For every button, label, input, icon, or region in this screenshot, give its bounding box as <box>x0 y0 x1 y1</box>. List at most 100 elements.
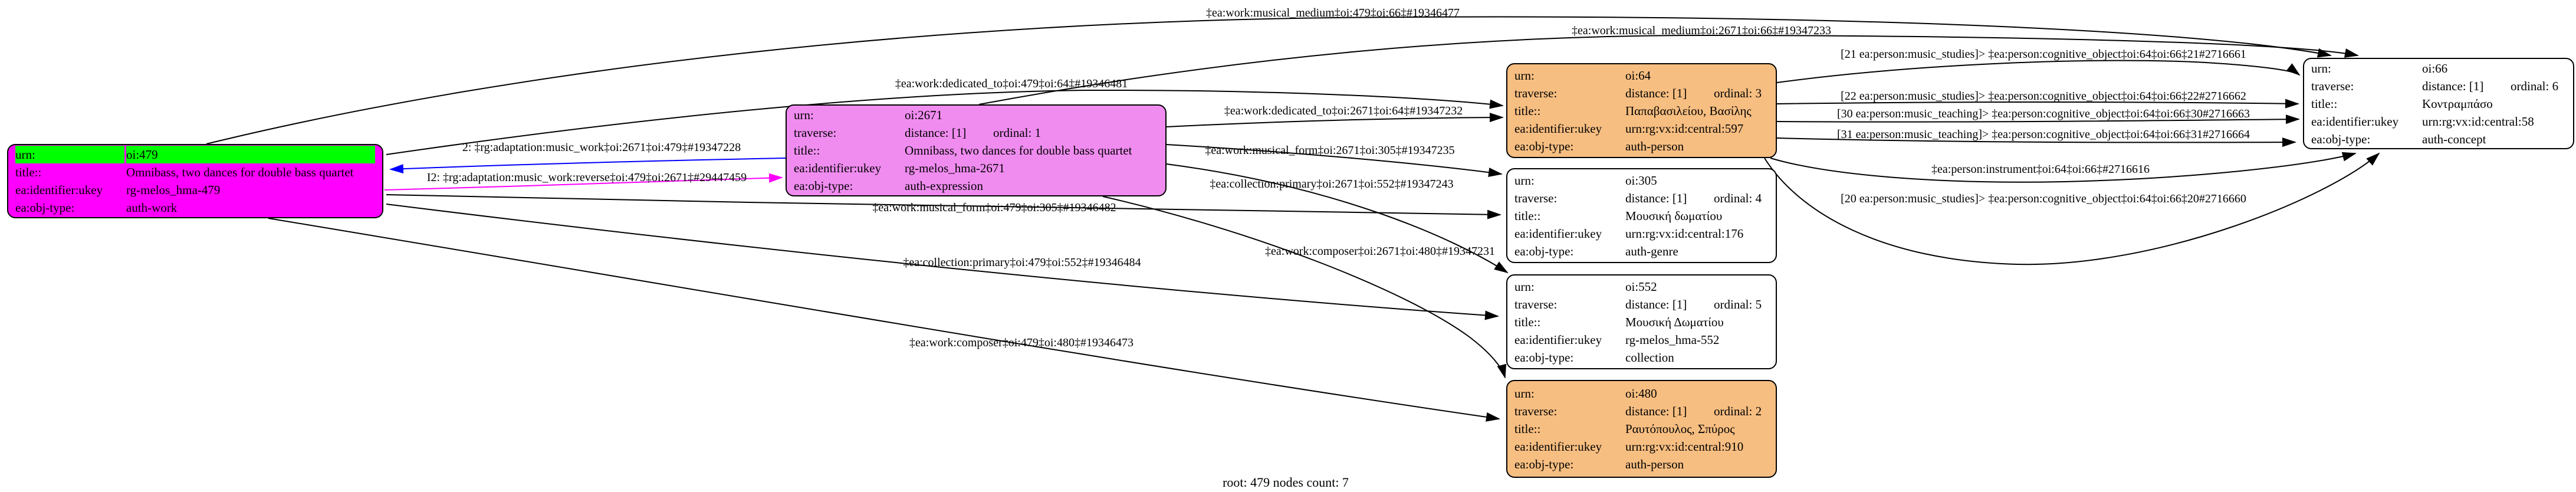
edge-label-musical-medium-2671: ‡ea:work:musical_medium‡oi:2671‡oi:66‡#1… <box>1572 24 1831 37</box>
field-key: ea:identifier:ukey <box>1514 226 1602 241</box>
field-key: traverse: <box>794 126 837 140</box>
field-ordinal: ordinal: 5 <box>1714 297 1762 311</box>
edge-label-cognitive-object-22: [22 ea:person:music_studies]> ‡ea:person… <box>1841 90 2246 103</box>
node-oi480[interactable]: urn: oi:480 traverse: distance: [1] ordi… <box>1506 380 1777 478</box>
edge-label-musical-form-479: ‡ea:work:musical_form‡oi:479‡oi:305‡#193… <box>872 201 1116 214</box>
graph-footer: root: 479 nodes count: 7 <box>1223 475 1349 490</box>
field-value: Παπαβασιλείου, Βασίλης <box>1625 103 1752 118</box>
field-row-ukey: ea:identifier:ukey urn:rg:vx:id:central:… <box>1514 120 1769 137</box>
field-key: urn: <box>1514 68 1535 83</box>
field-ordinal: ordinal: 6 <box>2511 78 2559 93</box>
field-distance: distance: [1] <box>1625 404 1687 418</box>
edge-musical-medium-479-66 <box>206 16 2332 145</box>
field-key: title:: <box>1514 422 1541 436</box>
node-oi64[interactable]: urn: oi:64 traverse: distance: [1] ordin… <box>1506 63 1777 158</box>
edge-collection-primary-479-552 <box>386 204 1499 320</box>
field-value: Ραυτόπουλος, Σπύρος <box>1625 422 1735 436</box>
edge-label-cognitive-object-21: [21 ea:person:music_studies]> ‡ea:person… <box>1841 48 2246 61</box>
field-value: urn:rg:vx:id:central:597 <box>1625 121 1744 136</box>
field-row-urn: urn: oi:305 <box>1514 172 1769 189</box>
field-key: traverse: <box>1514 191 1558 205</box>
edge-label-instrument: ‡ea:person:instrument‡oi:64‡oi:66‡#27166… <box>1931 163 2150 176</box>
field-key: title:: <box>1514 208 1541 223</box>
field-row-objtype: ea:obj-type: collection <box>1514 349 1769 366</box>
field-distance: distance: [1] <box>1625 86 1687 100</box>
field-row-urn: urn: oi:64 <box>1514 67 1769 84</box>
field-row-title: title:: Μουσική δωματίου <box>1514 207 1769 225</box>
field-key: ea:identifier:ukey <box>15 183 103 197</box>
field-value: oi:479 <box>126 146 375 163</box>
field-distance: distance: [1] <box>1625 297 1687 311</box>
field-value: Omnibass, two dances for double bass qua… <box>126 165 354 179</box>
field-row-objtype: ea:obj-type: auth-expression <box>794 177 1158 195</box>
edge-musical-form-479-305 <box>386 194 1501 219</box>
node-oi66[interactable]: urn: oi:66 traverse: distance: [1] ordin… <box>2303 58 2574 149</box>
edge-label-cognitive-object-20: [20 ea:person:music_studies]> ‡ea:person… <box>1841 192 2246 205</box>
edge-instrument-64-66 <box>1770 152 2357 183</box>
field-row-ukey: ea:identifier:ukey urn:rg:vx:id:central:… <box>1514 438 1769 455</box>
field-row-title: title:: Omnibass, two dances for double … <box>794 142 1158 159</box>
field-ordinal: ordinal: 2 <box>1714 404 1762 418</box>
edge-label-dedicated-to-479: ‡ea:work:dedicated_to‡oi:479‡oi:64‡#1934… <box>895 77 1128 90</box>
field-value: auth-person <box>1625 139 1684 153</box>
edge-cognitive-object-21 <box>1776 60 2301 83</box>
field-row-traverse: traverse: distance: [1] ordinal: 2 <box>1514 402 1769 420</box>
field-row-title: title:: Μουσική Δωματίου <box>1514 313 1769 331</box>
field-row-ukey: ea:identifier:ukey rg-melos_hma-2671 <box>794 159 1158 177</box>
field-row-traverse: traverse: distance: [1] ordinal: 1 <box>794 124 1158 142</box>
field-key: title:: <box>15 165 42 179</box>
field-key: ea:identifier:ukey <box>1514 121 1602 136</box>
edge-composer-2671-480 <box>1102 196 1507 379</box>
field-row-objtype: ea:obj-type: auth-concept <box>2311 130 2566 148</box>
field-value: rg-melos_hma-479 <box>126 183 221 197</box>
edge-dedicated-to-2671-64 <box>1166 113 1504 127</box>
edge-musical-medium-2671-66 <box>978 34 2359 105</box>
field-value: rg-melos_hma-552 <box>1625 332 1720 347</box>
field-value: urn:rg:vx:id:central:910 <box>1625 439 1744 454</box>
node-oi552[interactable]: urn: oi:552 traverse: distance: [1] ordi… <box>1506 274 1777 369</box>
field-row-ukey: ea:identifier:ukey rg-melos_hma-479 <box>15 181 375 199</box>
field-key: ea:identifier:ukey <box>2311 114 2399 129</box>
field-key: title:: <box>1514 314 1541 329</box>
field-distance: distance: [1] <box>905 126 967 140</box>
field-value: Omnibass, two dances for double bass qua… <box>905 143 1132 158</box>
field-row-traverse: traverse: distance: [1] ordinal: 6 <box>2311 77 2566 95</box>
field-key: traverse: <box>1514 86 1558 100</box>
field-distance: distance: [1] <box>2422 78 2484 93</box>
field-value: collection <box>1625 350 1674 365</box>
node-oi2671[interactable]: urn: oi:2671 traverse: distance: [1] ord… <box>786 104 1167 196</box>
field-ordinal: ordinal: 4 <box>1714 191 1762 205</box>
field-key: ea:obj-type: <box>1514 457 1574 471</box>
field-value: urn:rg:vx:id:central:58 <box>2422 114 2534 129</box>
edge-label-collection-primary-479: ‡ea:collection:primary‡oi:479‡oi:552‡#19… <box>903 256 1141 269</box>
field-row-urn: urn: oi:552 <box>1514 278 1769 296</box>
field-key: ea:identifier:ukey <box>794 161 882 175</box>
edge-label-adaptation: 2: ‡rg:adaptation:music_work‡oi:2671‡oi:… <box>462 141 741 154</box>
edge-musical-form-2671-305 <box>1166 144 1503 177</box>
edge-label-adaptation-reverse: I2: ‡rg:adaptation:music_work:reverse‡oi… <box>426 171 747 184</box>
edge-adaptation-music-work-reverse <box>384 173 783 191</box>
field-row-traverse: traverse: distance: [1] ordinal: 4 <box>1514 189 1769 207</box>
field-row-objtype: ea:obj-type: auth-work <box>15 199 375 217</box>
edge-label-collection-primary-2671: ‡ea:collection:primary‡oi:2671‡oi:552‡#1… <box>1210 178 1454 191</box>
field-key: urn: <box>15 146 124 163</box>
field-key: ea:identifier:ukey <box>1514 332 1602 347</box>
field-key: title:: <box>2311 96 2338 111</box>
node-oi305[interactable]: urn: oi:305 traverse: distance: [1] ordi… <box>1506 168 1777 263</box>
node-oi479[interactable]: urn: oi:479 title:: Omnibass, two dances… <box>7 144 383 218</box>
edge-dedicated-to-479-64 <box>386 89 1504 155</box>
field-value: oi:64 <box>1625 68 1651 83</box>
field-value: rg-melos_hma-2671 <box>905 161 1005 175</box>
edge-cognitive-object-30 <box>1776 114 2300 124</box>
field-value: oi:2671 <box>905 108 943 122</box>
field-row-title: title:: Omnibass, two dances for double … <box>15 163 375 181</box>
field-row-title: title:: Κοντραμπάσο <box>2311 95 2566 113</box>
field-row-objtype: ea:obj-type: auth-person <box>1514 137 1769 155</box>
field-key: traverse: <box>1514 297 1558 311</box>
field-row-objtype: ea:obj-type: auth-genre <box>1514 242 1769 260</box>
edge-label-musical-medium-479: ‡ea:work:musical_medium‡oi:479‡oi:66‡#19… <box>1206 6 1460 19</box>
edge-cognitive-object-31 <box>1776 137 2296 147</box>
field-value: urn:rg:vx:id:central:176 <box>1625 226 1744 241</box>
field-row-urn: urn: oi:480 <box>1514 385 1769 402</box>
